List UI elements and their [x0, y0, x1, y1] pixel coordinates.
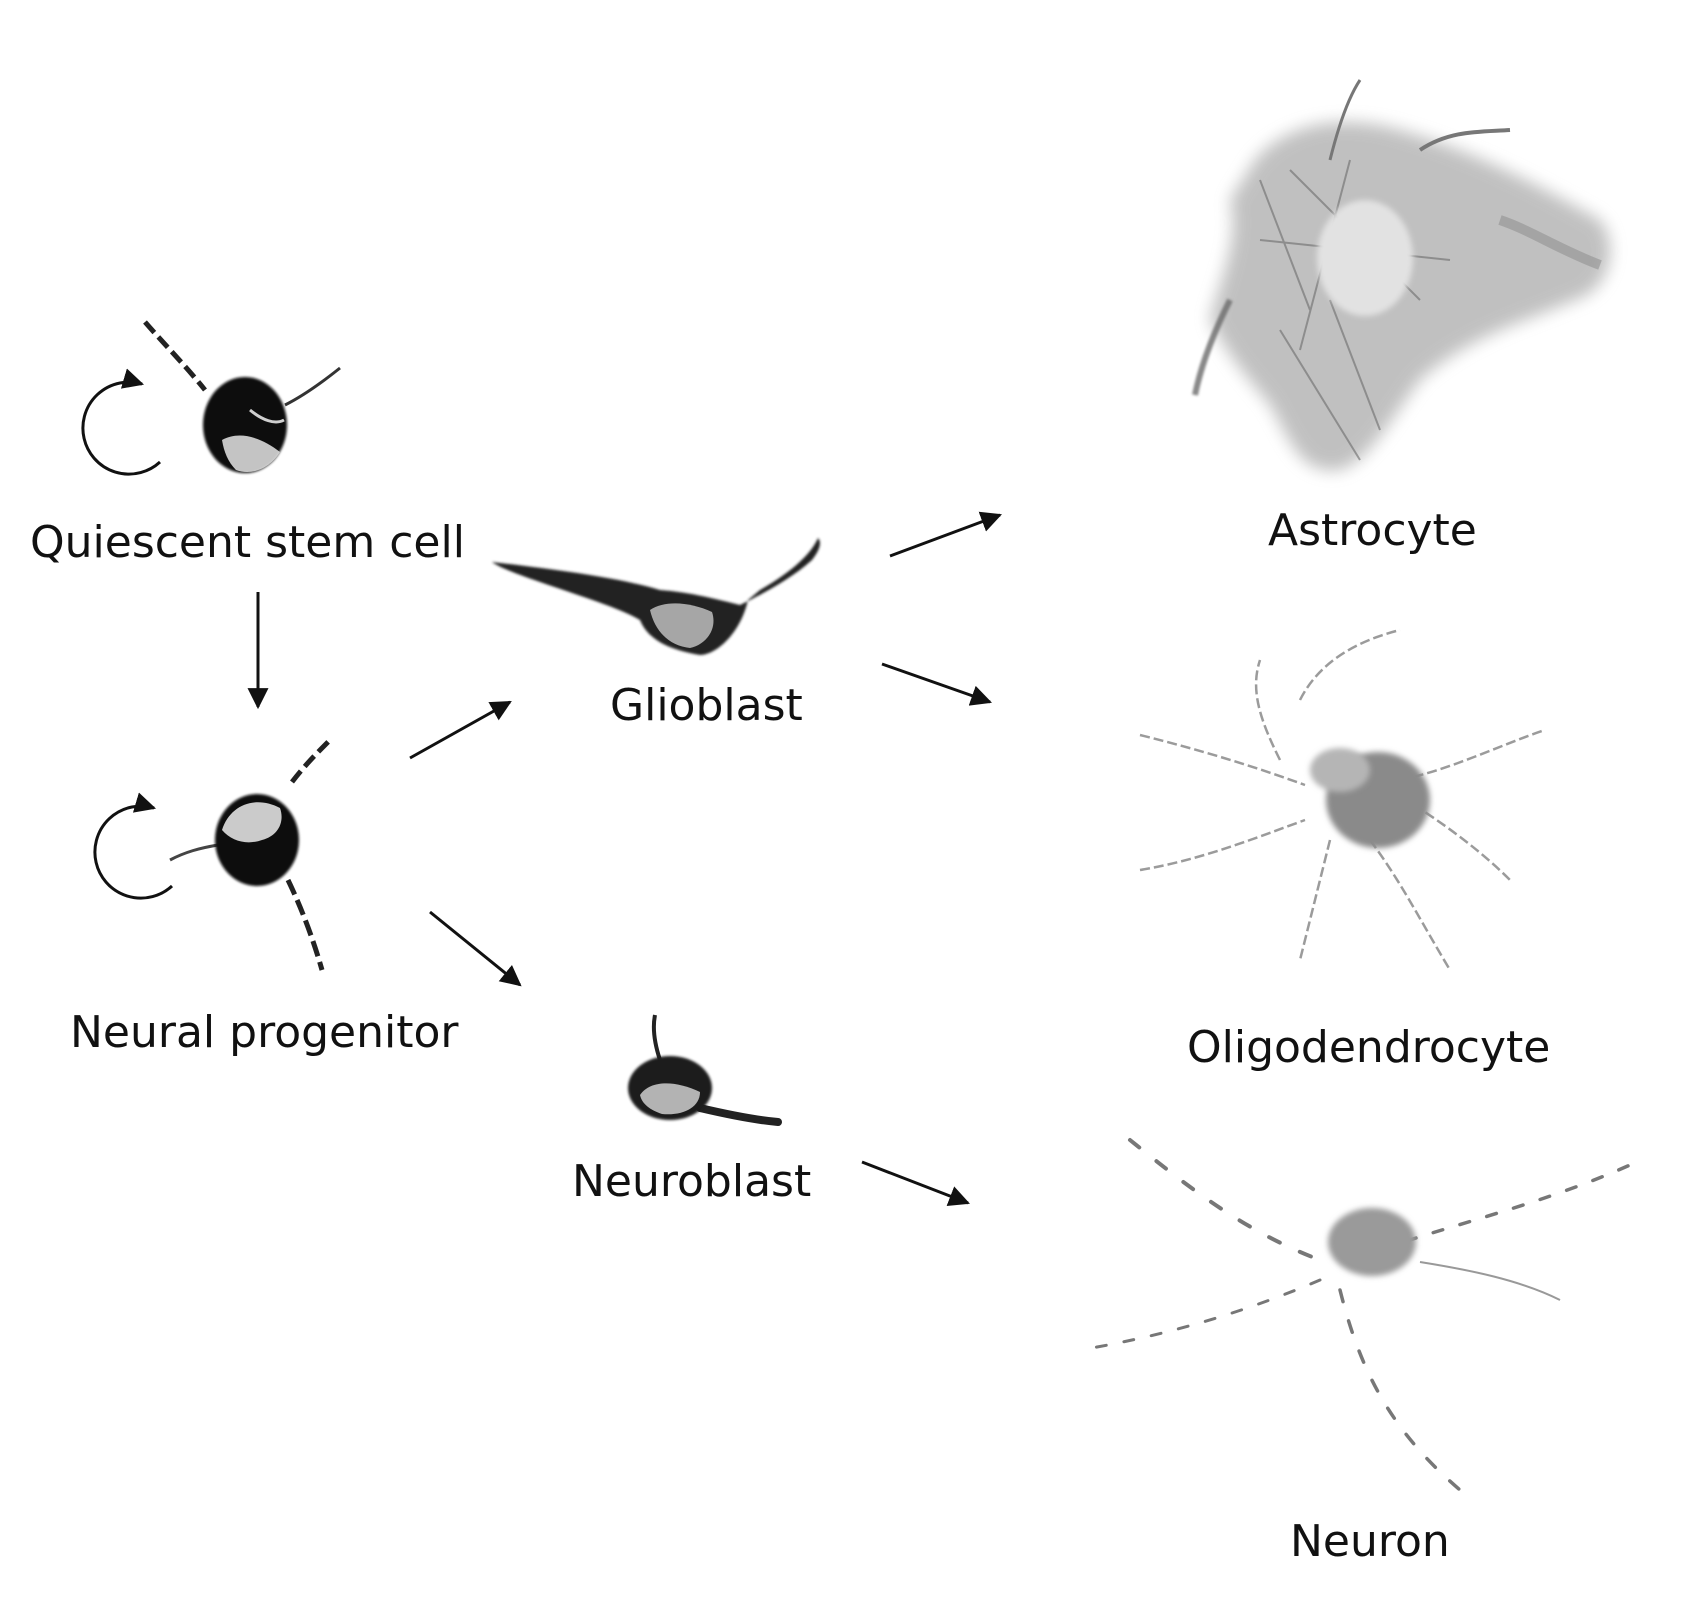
label-neuroblast: Neuroblast [572, 1156, 811, 1207]
oligodendrocyte-image [1139, 628, 1546, 971]
self-renewal-arrow-stem [81, 368, 162, 476]
label-quiescent-stem-cell: Quiescent stem cell [30, 517, 465, 568]
glioblast-image [492, 538, 820, 655]
arrow-glioblast-to-oligodendrocyte [881, 662, 992, 706]
label-neuron: Neuron [1290, 1516, 1450, 1567]
quiescent-stem-cell-image [143, 320, 341, 473]
arrow-neuroblast-to-neuron [861, 1160, 970, 1206]
neuron-image [1078, 1138, 1632, 1492]
arrow-progenitor-to-glioblast [409, 700, 512, 760]
self-renewal-arrow-progenitor [93, 792, 174, 900]
astrocyte-image [1192, 79, 1611, 471]
label-oligodendrocyte: Oligodendrocyte [1187, 1022, 1550, 1073]
neural-progenitor-image [169, 738, 332, 971]
label-neural-progenitor: Neural progenitor [70, 1007, 459, 1058]
arrow-progenitor-to-neuroblast [429, 910, 522, 987]
neuroblast-image [628, 1014, 782, 1126]
label-glioblast: Glioblast [610, 680, 803, 731]
label-astrocyte: Astrocyte [1268, 505, 1477, 556]
arrow-glioblast-to-astrocyte [889, 511, 1002, 558]
